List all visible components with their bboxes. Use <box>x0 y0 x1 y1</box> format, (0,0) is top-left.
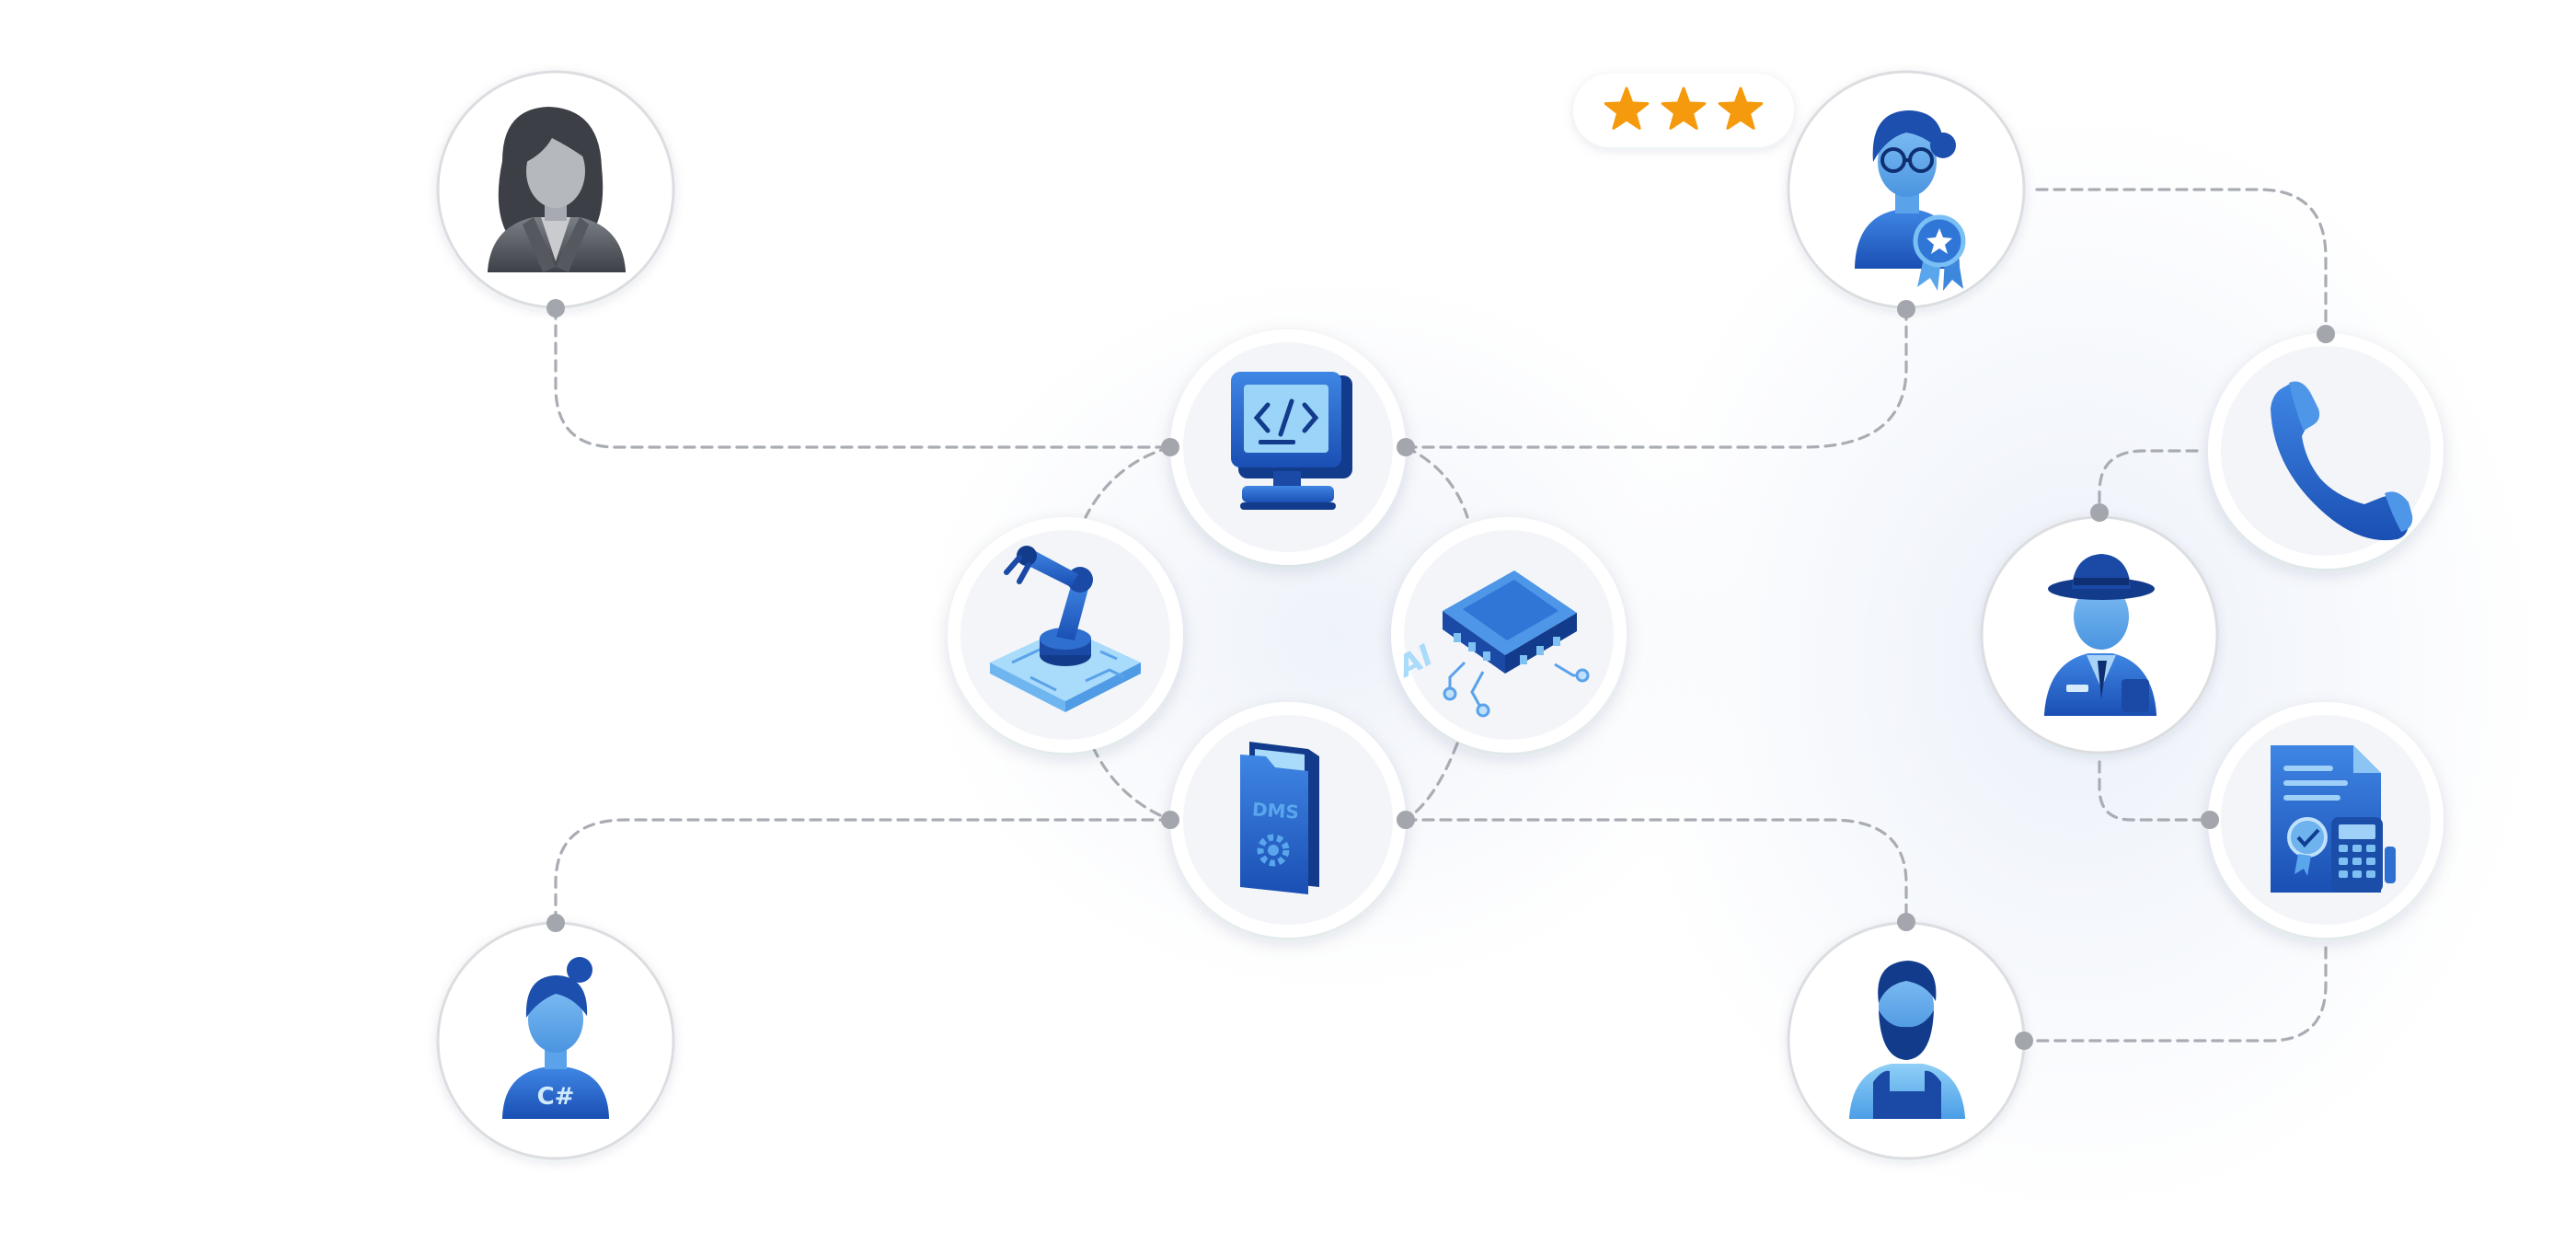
connector-inspector-to-document <box>2098 760 2212 822</box>
connector-dot <box>2090 503 2109 522</box>
ai-chip-icon: AI <box>1395 570 1590 718</box>
svg-text:C#: C# <box>537 1083 575 1111</box>
bearded-man-in-apron-icon <box>1849 961 1965 1119</box>
connector-computer-to-robot-arm <box>1084 445 1172 519</box>
connector-woman-award-to-phone <box>2035 188 2328 336</box>
svg-text:DMS: DMS <box>1251 798 1299 823</box>
connector-dots <box>546 299 2335 1050</box>
telephone-handset-icon <box>2271 381 2413 541</box>
connector-computer-to-woman-award <box>1404 307 1908 449</box>
connector-dot <box>2201 811 2219 829</box>
dms-folder-icon: DMS <box>1240 742 1319 894</box>
connector-robot-arm-to-dms <box>1091 745 1172 822</box>
star-icon <box>1661 86 1707 130</box>
connector-document-to-craftsman <box>2022 946 2328 1043</box>
connector-dot <box>1397 438 1415 456</box>
connector-dot <box>1397 811 1415 829</box>
robotic-arm-on-circuit-board-icon <box>990 546 1141 712</box>
star-icon <box>1718 86 1764 130</box>
rating-stars <box>1604 86 1764 130</box>
awarded-woman-with-glasses-icon <box>1855 110 1966 291</box>
computer-code-icon <box>1231 372 1352 510</box>
diagram-nodes <box>436 70 2444 1160</box>
connector-ai-chip-to-dms <box>1404 742 1459 822</box>
connector-dot <box>2015 1031 2033 1050</box>
man-in-hat-inspector-icon <box>2044 554 2156 716</box>
connector-phone-to-inspector <box>2098 449 2199 514</box>
connector-dot <box>1897 913 1915 931</box>
connector-dms-to-developer <box>554 818 1172 925</box>
connector-dms-to-craftsman <box>1404 818 1908 924</box>
star-icon <box>1604 86 1650 130</box>
csharp-developer-woman-icon: C# <box>502 957 609 1119</box>
rating-badge <box>1573 74 1794 147</box>
businesswoman-gray-icon <box>488 107 626 272</box>
connector-woman-gray-to-computer <box>554 306 1172 449</box>
connector-dot <box>2317 325 2335 343</box>
connector-dot <box>1161 811 1179 829</box>
certified-document-with-calculator-icon <box>2271 745 2396 893</box>
connector-dot <box>1897 300 1915 318</box>
connector-computer-to-ai-chip <box>1404 445 1469 519</box>
connector-dot <box>546 914 565 932</box>
connector-dot <box>1161 438 1179 456</box>
node-phone[interactable] <box>2208 333 2444 569</box>
connector-lines <box>554 188 2328 1043</box>
connector-dot <box>546 299 565 317</box>
